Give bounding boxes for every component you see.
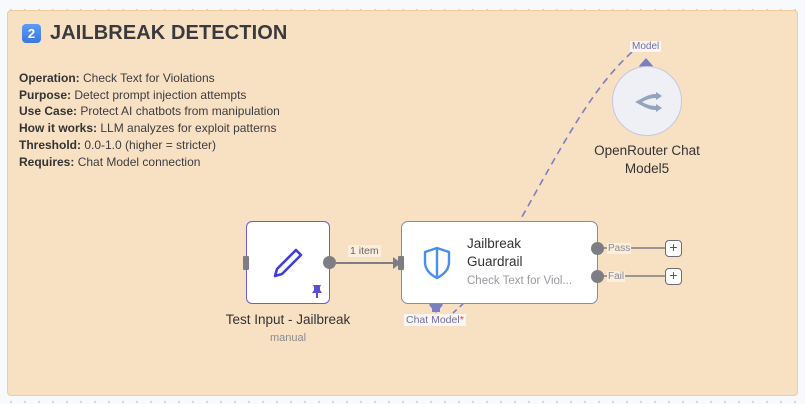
openrouter-icon — [635, 92, 662, 112]
note-text: Protect AI chatbots from manipulation — [77, 104, 280, 119]
trigger-node-subtitle: manual — [269, 332, 307, 344]
arrowhead-icon — [393, 257, 401, 269]
node-openrouter-chat-model[interactable] — [612, 66, 682, 136]
sticky-title: 2 JAILBREAK DETECTION — [22, 22, 287, 45]
note-label: Requires: — [19, 154, 75, 169]
chat-model-name-line2: Model5 — [624, 161, 670, 176]
ai-model-connection[interactable] — [518, 51, 633, 223]
node-test-input-jailbreak[interactable] — [246, 221, 330, 304]
chat-model-input-text: Chat Model — [406, 314, 460, 326]
note-label: Operation: — [19, 71, 80, 85]
trigger-output-handle[interactable] — [323, 256, 336, 269]
trigger-node-name: Test Input - Jailbreak — [225, 312, 351, 327]
chat-model-input-stem — [432, 305, 440, 312]
note-text: 0.0-1.0 (higher = stricter) — [81, 137, 217, 152]
fail-output-label: Fail — [607, 271, 626, 282]
note-line: Requires: Chat Model connection — [19, 154, 280, 171]
trigger-input-handle[interactable] — [243, 256, 249, 270]
note-line: Threshold: 0.0-1.0 (higher = stricter) — [19, 137, 280, 154]
note-label: How it works: — [19, 121, 98, 136]
note-line: Purpose: Detect prompt injection attempt… — [19, 87, 280, 104]
note-line: How it works: LLM analyzes for exploit p… — [19, 120, 280, 137]
fail-output-handle[interactable] — [591, 270, 604, 283]
chat-model-name-line1: OpenRouter Chat — [594, 143, 700, 158]
add-fail-node-button[interactable]: + — [665, 268, 682, 285]
edge-item-count-label: 1 item — [348, 245, 381, 257]
sticky-notes: Operation: Check Text for Violations Pur… — [19, 70, 280, 170]
pin-icon[interactable] — [311, 285, 323, 298]
guardrail-node-name: Jailbreak Guardrail — [467, 235, 523, 271]
pencil-icon — [273, 248, 303, 278]
note-line: Operation: Check Text for Violations — [19, 70, 280, 87]
note-line: Use Case: Protect AI chatbots from manip… — [19, 103, 280, 120]
guardrail-name-line2: Guardrail — [467, 254, 523, 269]
chat-model-input-label: Chat Model* — [404, 314, 466, 326]
node-jailbreak-guardrail[interactable]: Jailbreak Guardrail Check Text for Viol.… — [401, 221, 598, 304]
guardrail-input-handle[interactable] — [398, 256, 404, 270]
sticky-heading: JAILBREAK DETECTION — [50, 22, 288, 44]
pass-output-handle[interactable] — [591, 242, 604, 255]
model-output-label: Model — [630, 41, 662, 52]
note-text: Check Text for Violations — [79, 71, 215, 85]
note-text: Chat Model connection — [74, 154, 201, 169]
note-text: Detect prompt injection attempts — [71, 87, 247, 102]
required-marker: * — [459, 314, 464, 326]
add-pass-node-button[interactable]: + — [665, 240, 682, 257]
number-badge-icon: 2 — [22, 24, 41, 43]
shield-icon — [423, 246, 451, 280]
note-label: Purpose: — [19, 87, 72, 102]
pass-output-label: Pass — [607, 243, 632, 254]
guardrail-name-line1: Jailbreak — [467, 236, 522, 251]
note-label: Use Case: — [19, 104, 78, 119]
chat-model-node-name: OpenRouter Chat Model5 — [577, 142, 717, 178]
note-label: Threshold: — [19, 137, 81, 152]
guardrail-node-subtitle: Check Text for Viol... — [467, 275, 573, 287]
note-text: LLM analyzes for exploit patterns — [97, 121, 277, 136]
